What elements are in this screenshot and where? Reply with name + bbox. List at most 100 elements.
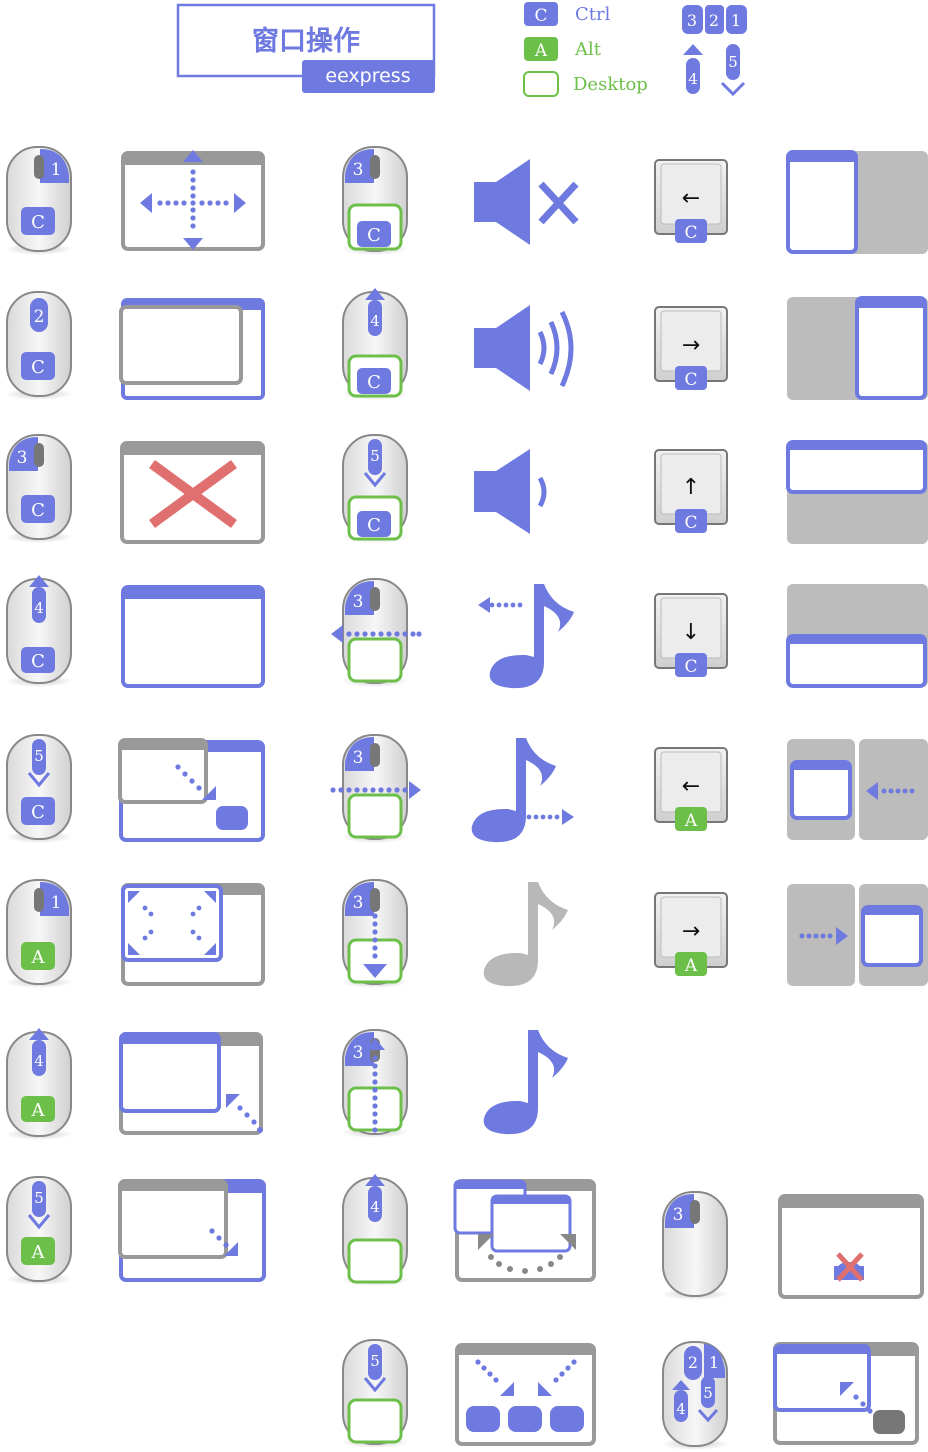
ctrl-key-label: C — [684, 513, 697, 533]
ctrl-key-label: C — [31, 802, 45, 823]
mouse-desktop-ctrl-button3: 3 C — [341, 146, 409, 255]
button-label: 1 — [709, 1353, 719, 1372]
button-label: 5 — [370, 1352, 380, 1370]
mouse-alt-wheel-up: 4 A — [5, 1028, 73, 1140]
legend-desktop: Desktop — [523, 71, 648, 97]
mouse-ctrl-wheel-up: 4 C — [5, 575, 73, 687]
legend: C Ctrl A Alt Desktop 3 2 1 4 5 — [523, 2, 747, 97]
legend-button-3: 3 — [687, 11, 697, 30]
mouse-ctrl-button2: 2 C — [5, 291, 73, 400]
title-box: 窗口操作 eexpress — [176, 3, 436, 93]
legend-ctrl-key: C — [534, 6, 547, 26]
ctrl-key-label: C — [367, 372, 381, 393]
legend-mouse-buttons: 3 2 1 — [682, 5, 747, 34]
volume-down-icon — [474, 449, 547, 534]
tile-right-icon — [787, 296, 928, 400]
legend-ctrl: C Ctrl — [524, 2, 611, 26]
button-label: 3 — [353, 893, 364, 913]
legend-desktop-label: Desktop — [573, 74, 648, 95]
page-title: 窗口操作 — [252, 25, 360, 57]
arrow-glyph: ↑ — [682, 475, 700, 500]
mouse-desktop-button3-drag-left: 3 — [331, 578, 422, 687]
key-alt-left: ← A — [654, 747, 728, 831]
arrow-glyph: → — [682, 919, 700, 944]
mouse-ctrl-button3: 3 C — [5, 434, 73, 543]
alt-key-label: A — [31, 947, 46, 968]
workspace-move-left-icon — [787, 739, 928, 840]
ctrl-key-label: C — [684, 223, 697, 243]
button-label: 3 — [353, 748, 364, 768]
ctrl-key-label: C — [367, 515, 381, 536]
key-ctrl-right: → C — [654, 306, 728, 390]
ctrl-key-label: C — [684, 370, 697, 390]
button-label: 2 — [688, 1353, 698, 1372]
legend-alt-key: A — [534, 41, 548, 61]
tile-left-icon — [786, 150, 928, 254]
legend-alt: A Alt — [524, 37, 602, 61]
legend-button-1: 1 — [731, 11, 741, 30]
alt-key-label: A — [31, 1242, 46, 1263]
volume-mute-icon — [474, 159, 579, 245]
legend-wheel-down: 5 — [720, 44, 746, 97]
mouse-alt-button1: 1 A — [5, 879, 73, 988]
window-move-icon — [121, 150, 265, 251]
legend-button-2: 2 — [709, 11, 719, 30]
mouse-ctrl-wheel-down: 5 C — [5, 734, 73, 843]
window-switch-icon — [453, 1179, 596, 1282]
button-label: 4 — [34, 1052, 44, 1070]
button-label: 3 — [17, 448, 28, 468]
mouse-desktop-wheel-up: 4 — [341, 1174, 409, 1286]
mouse-desktop-button3-drag-right: 3 — [330, 734, 421, 843]
button-label: 3 — [353, 592, 364, 612]
tile-bottom-icon — [786, 584, 928, 688]
legend-ctrl-label: Ctrl — [575, 4, 611, 25]
volume-up-icon — [474, 305, 574, 391]
mouse-desktop-button3-drag-up: 3 — [341, 1029, 409, 1138]
legend-wheel-down-label: 5 — [728, 53, 738, 71]
ctrl-key-label: C — [684, 657, 697, 677]
ctrl-key-label: C — [367, 225, 381, 246]
window-shrink-icon — [118, 1179, 266, 1282]
window-minimize-all-icon — [455, 1343, 596, 1446]
button-label: 5 — [34, 1189, 44, 1207]
button-label: 4 — [676, 1400, 686, 1418]
button-label: 4 — [34, 599, 44, 617]
key-ctrl-down: ↓ C — [654, 593, 728, 677]
mouse-button3-plain: 3 — [661, 1191, 729, 1300]
key-ctrl-up: ↑ C — [654, 449, 728, 533]
mouse-desktop-wheel-down: 5 — [341, 1339, 409, 1448]
button-label: 4 — [370, 312, 380, 330]
legend-alt-label: Alt — [574, 39, 602, 60]
workspace-move-right-icon — [787, 884, 928, 986]
mouse-desktop-ctrl-wheel-up: 4 C — [341, 288, 409, 400]
arrow-glyph: ↓ — [682, 620, 700, 645]
button-label: 1 — [51, 893, 62, 913]
music-note-gray-icon — [483, 882, 568, 987]
window-resize-corner-icon — [773, 1342, 919, 1445]
alt-key-label: A — [684, 811, 698, 831]
ctrl-key-label: C — [31, 212, 45, 233]
arrow-glyph: ← — [682, 774, 700, 799]
music-note-icon — [483, 1030, 568, 1135]
tile-top-icon — [786, 440, 928, 544]
button-label: 1 — [51, 160, 62, 180]
button-label: 3 — [353, 1043, 364, 1063]
ctrl-key-label: C — [31, 651, 45, 672]
button-label: 2 — [34, 307, 45, 327]
window-minimize-icon — [118, 738, 265, 842]
mouse-ctrl-button1: 1 C — [5, 146, 73, 255]
music-next-icon — [471, 738, 574, 843]
arrow-glyph: → — [682, 333, 700, 358]
music-previous-icon — [478, 584, 574, 689]
legend-wheel-up: 4 — [683, 44, 703, 94]
window-raise-lower-icon — [119, 298, 265, 400]
key-alt-right: → A — [654, 892, 728, 976]
alt-key-label: A — [684, 956, 698, 976]
button-label: 3 — [353, 160, 364, 180]
button-label: 3 — [673, 1205, 684, 1225]
window-resize-center-icon — [121, 883, 265, 986]
window-grow-icon — [119, 1032, 263, 1135]
mouse-alt-wheel-down: 5 A — [5, 1176, 73, 1285]
mouse-multi-button: 2 1 4 5 — [661, 1341, 729, 1450]
